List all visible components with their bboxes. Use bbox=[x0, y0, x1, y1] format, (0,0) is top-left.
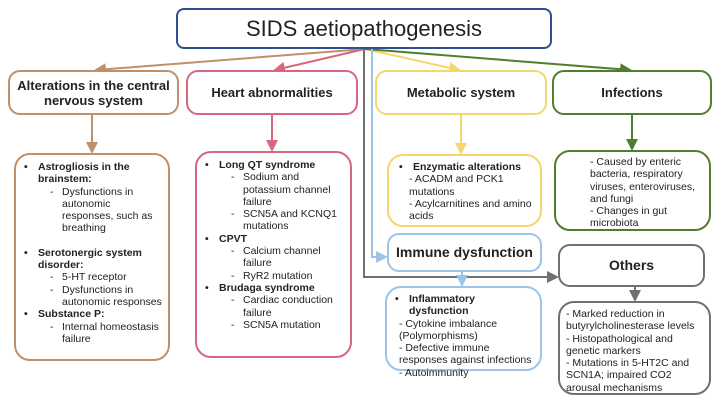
immune-box: Immune dysfunction bbox=[387, 233, 542, 272]
infections-detail-box: - Caused by enteric bacteria, respirator… bbox=[554, 150, 711, 231]
detail-line: - Cytokine imbalance (Polymorphisms) bbox=[399, 317, 498, 342]
arrow-to-heart bbox=[273, 48, 366, 74]
detail-line: - Caused by enteric bacteria, respirator… bbox=[590, 156, 696, 205]
bullet-item: Astrogliosis in the brainstem: bbox=[22, 161, 162, 186]
detail-line: - Mutations in 5-HT2C and SCN1A; impaire… bbox=[566, 357, 690, 394]
title-box: SIDS aetiopathogenesis bbox=[176, 8, 552, 49]
sub-item: Dysfunctions in autonomic responses, suc… bbox=[22, 186, 162, 235]
arrow-to-infections bbox=[364, 48, 632, 76]
arrow-to-cns bbox=[94, 48, 366, 76]
detail-line: - Histopathological and genetic markers bbox=[566, 332, 673, 357]
immune-label: Immune dysfunction bbox=[396, 244, 533, 260]
detail-line: - Autoimmunity bbox=[399, 366, 469, 379]
sub-item: RyR2 mutation bbox=[203, 270, 344, 283]
sub-item: Calcium channel failure bbox=[203, 245, 344, 270]
detail-line: - Marked reduction in butyrylcholinester… bbox=[566, 308, 695, 333]
others-box: Others bbox=[558, 244, 705, 287]
sub-item: Internal homeostasis failure bbox=[22, 321, 162, 346]
bullet-item: Serotonergic system disorder: bbox=[22, 247, 162, 272]
title-text: SIDS aetiopathogenesis bbox=[245, 16, 483, 41]
detail-line: - ACADM and PCK1 mutations bbox=[409, 173, 504, 198]
cns-label: Alterations in the central nervous syste… bbox=[17, 77, 170, 108]
arrow-to-others bbox=[363, 49, 559, 283]
detail-line: - Changes in gut microbiota bbox=[590, 205, 668, 230]
infections-box: Infections bbox=[552, 70, 712, 115]
heart-detail-box: Long QT syndromeSodium and potassium cha… bbox=[195, 151, 352, 358]
others-detail-box: - Marked reduction in butyrylcholinester… bbox=[558, 301, 711, 395]
immune-detail-box: Inflammatory dysfunction - Cytokine imba… bbox=[385, 286, 542, 379]
sub-item: Sodium and potassium channel failure bbox=[203, 171, 344, 208]
sub-item: SCN5A mutation bbox=[203, 319, 344, 332]
bullet-item: Long QT syndrome bbox=[203, 159, 344, 172]
sub-item: 5-HT receptor bbox=[22, 271, 162, 284]
detail-line: - Acylcarnitines and amino acids bbox=[409, 197, 532, 223]
sub-item: SCN5A and KCNQ1 mutations bbox=[203, 208, 344, 233]
sub-item: Dysfunctions in autonomic responses bbox=[22, 284, 162, 309]
metabolic-heading: Enzymatic alterations bbox=[397, 161, 532, 174]
sub-item: Cardiac conduction failure bbox=[203, 294, 344, 319]
heart-label: Heart abnormalities bbox=[211, 85, 333, 100]
infections-label: Infections bbox=[601, 85, 663, 100]
bullet-item: Brudaga syndrome bbox=[203, 282, 344, 295]
bullet-item: Substance P: bbox=[22, 308, 162, 321]
others-label: Others bbox=[608, 257, 655, 273]
immune-heading: Inflammatory dysfunction bbox=[393, 293, 534, 318]
metabolic-box: Metabolic system bbox=[375, 70, 547, 115]
metabolic-label: Metabolic system bbox=[406, 85, 516, 100]
arrow-to-metabolic bbox=[364, 48, 461, 74]
metabolic-detail-box: Enzymatic alterations - ACADM and PCK1 m… bbox=[387, 154, 542, 227]
cns-box: Alterations in the central nervous syste… bbox=[8, 70, 179, 115]
heart-box: Heart abnormalities bbox=[186, 70, 358, 115]
bullet-item: CPVT bbox=[203, 233, 344, 246]
cns-detail-box: Astrogliosis in the brainstem:Dysfunctio… bbox=[14, 153, 170, 361]
detail-line: - Defective immune responses against inf… bbox=[399, 342, 532, 367]
arrow-to-immune bbox=[371, 49, 388, 263]
